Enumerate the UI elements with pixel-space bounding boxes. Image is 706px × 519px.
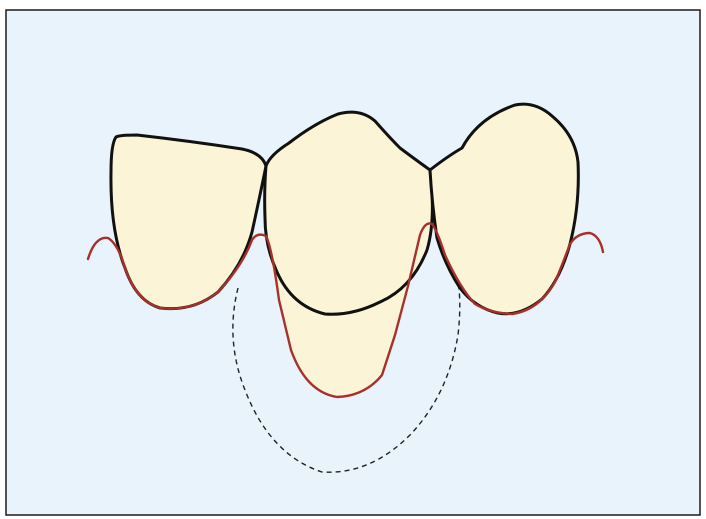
- diagram-canvas: [0, 0, 706, 519]
- dental-diagram: [0, 0, 706, 519]
